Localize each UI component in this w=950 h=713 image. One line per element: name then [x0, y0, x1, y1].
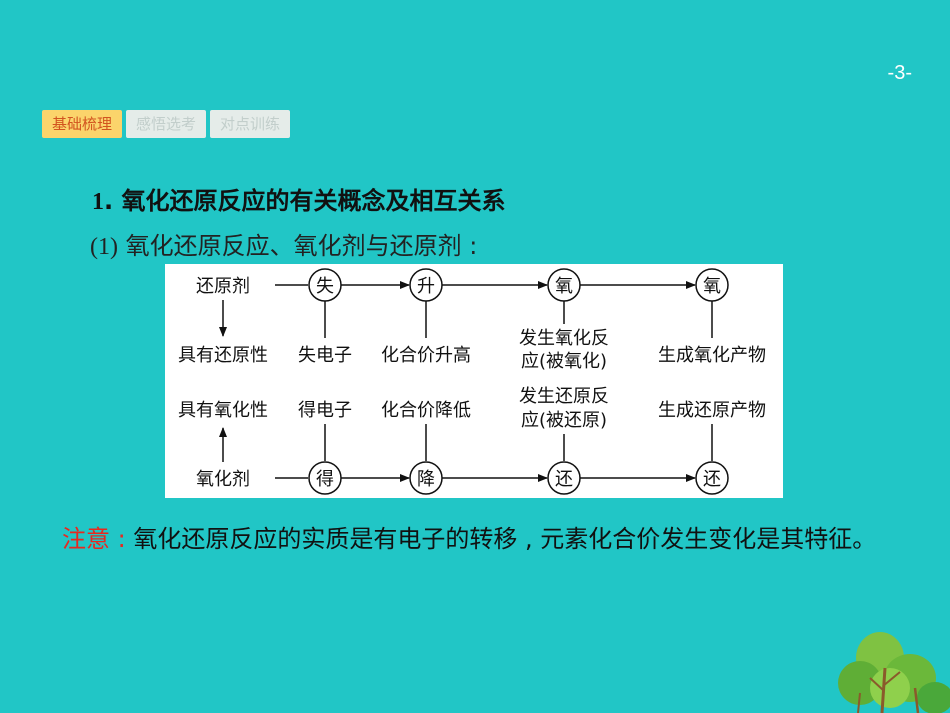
circle-reduced-label: 还: [555, 469, 573, 490]
redox-concept-diagram: 还原剂 失 升 氧 氧 具有还原性 失电子 化合价升高 发生氧化反 应(被氧化)…: [165, 264, 783, 498]
oxidation-reaction-text-1: 发生氧化反: [519, 328, 609, 349]
tab-practice[interactable]: 对点训练: [210, 110, 291, 138]
heading-number: 1: [92, 189, 104, 215]
lose-electrons-text: 失电子: [298, 345, 352, 366]
tab-exam-insight[interactable]: 感悟选考: [126, 110, 207, 138]
subheading-text: 氧化还原反应、氧化剂与还原剂 :: [117, 232, 478, 260]
reduction-reaction-text-2: 应(被还原): [521, 410, 607, 431]
page-number: -3-: [887, 62, 912, 84]
oxidizing-property-text: 具有氧化性: [178, 400, 268, 421]
oxidizing-agent-label: 氧化剂: [196, 469, 250, 490]
subsection-heading: (1) 氧化还原反应、氧化剂与还原剂 :: [90, 226, 477, 261]
circle-lose-label: 失: [316, 276, 334, 297]
circle-drop-label: 降: [417, 469, 435, 490]
oxidation-product-text: 生成氧化产物: [658, 345, 766, 366]
reduction-reaction-text-1: 发生还原反: [519, 386, 609, 407]
diagram-canvas: 还原剂 失 升 氧 氧 具有还原性 失电子 化合价升高 发生氧化反 应(被氧化)…: [178, 268, 766, 495]
reducing-property-text: 具有还原性: [178, 345, 268, 366]
tab-basic-review[interactable]: 基础梳理: [42, 110, 123, 138]
valence-drop-text: 化合价降低: [381, 400, 471, 421]
note-paragraph: 注意 : 氧化还原反应的实质是有电子的转移 , 元素化合价发生变化是其特征。: [62, 518, 892, 561]
section-tabs: 基础梳理 感悟选考 对点训练: [42, 110, 291, 138]
circle-gain-label: 得: [316, 469, 334, 490]
reducing-agent-label: 还原剂: [196, 276, 250, 297]
oxidation-reaction-text-2: 应(被氧化): [521, 351, 607, 372]
circle-oxidized-label: 氧: [555, 276, 573, 297]
circle-reduction-product: [695, 461, 729, 495]
note-label: 注意 :: [62, 525, 126, 553]
circle-oxidation-product-label: 氧: [703, 276, 721, 297]
tree-decoration-icon: [838, 632, 950, 713]
gain-electrons-text: 得电子: [298, 400, 352, 421]
valence-rise-text: 化合价升高: [381, 345, 471, 366]
subheading-number: (1): [90, 234, 118, 260]
reduction-product-text: 生成还原产物: [658, 400, 766, 421]
heading-text: . 氧化还原反应的有关概念及相互关系: [104, 187, 506, 215]
section-heading: 1. 氧化还原反应的有关概念及相互关系: [92, 181, 505, 216]
circle-reduction-product-label: 还: [703, 469, 721, 490]
circle-rise-label: 升: [417, 276, 435, 297]
note-text: 氧化还原反应的实质是有电子的转移 , 元素化合价发生变化是其特征。: [125, 525, 877, 553]
